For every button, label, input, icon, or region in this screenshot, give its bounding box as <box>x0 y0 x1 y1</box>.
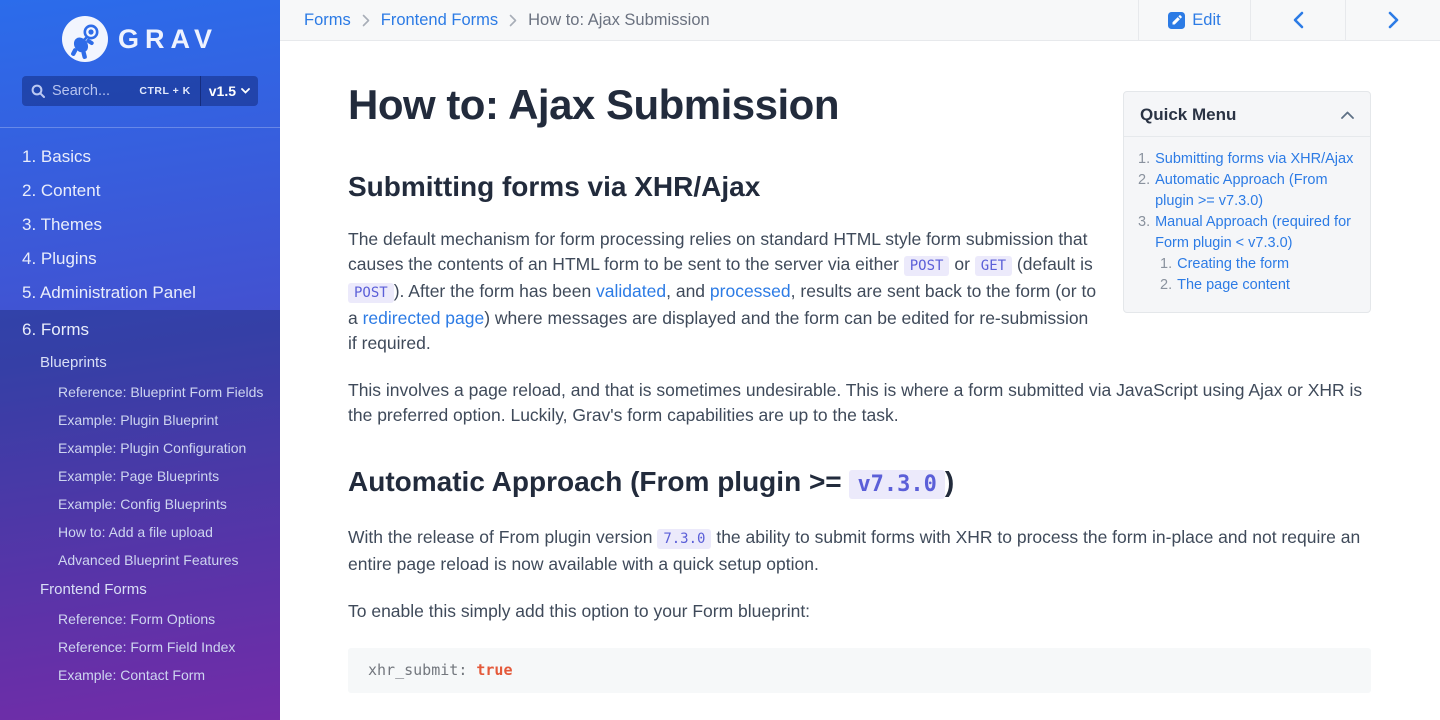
sidebar-item[interactable]: 5. Administration Panel <box>22 283 196 302</box>
edit-button[interactable]: Edit <box>1138 0 1250 40</box>
breadcrumb-separator-icon <box>509 14 517 27</box>
quick-menu-item-number: 2. <box>1160 277 1173 293</box>
sidebar: GRAV Search... CTRL + K v1.5 <box>0 0 280 720</box>
quick-menu-item-number: 2. <box>1138 172 1151 188</box>
sidebar-item[interactable]: 2. Content <box>22 181 101 200</box>
chevron-right-icon <box>1388 11 1399 29</box>
inline-code: POST <box>348 283 394 303</box>
sidebar-item[interactable]: 1. Basics <box>22 147 91 166</box>
code-token-punc: : <box>458 661 477 679</box>
version-select[interactable]: v1.5 <box>199 76 258 106</box>
paragraph: To enable this simply add this option to… <box>348 601 811 621</box>
inline-link[interactable]: processed <box>709 281 791 301</box>
section-heading: Automatic Approach (From plugin >= v7.3.… <box>348 466 955 499</box>
code-block: xhr_submit: true <box>348 648 1371 693</box>
grav-logo[interactable]: GRAV <box>0 0 280 76</box>
logo-wordmark: GRAV <box>117 23 218 54</box>
edit-label: Edit <box>1192 10 1221 29</box>
quick-menu-item: 2.Automatic Approach (From plugin >= v7.… <box>1138 170 1356 212</box>
breadcrumb-link[interactable]: Forms <box>304 10 351 29</box>
content-area: Quick Menu 1.Submitting forms via XHR/Aj… <box>280 41 1440 720</box>
quick-menu-link[interactable]: Automatic Approach (From plugin >= v7.3.… <box>1155 172 1328 209</box>
sidebar-item[interactable]: How to: Add a file upload <box>58 524 213 540</box>
sidebar-item[interactable]: Blueprints <box>40 354 107 371</box>
sidebar-item[interactable]: Reference: Form Field Index <box>58 639 236 655</box>
sidebar-nav: 1. Basics 2. Content 3. Themes 4. Plugins 5.… <box>0 128 280 720</box>
next-page-button[interactable] <box>1345 0 1440 40</box>
sidebar-item[interactable]: Example: Page Blueprints <box>58 468 220 484</box>
breadcrumb-current: How to: Ajax Submission <box>528 10 710 29</box>
page-title: How to: Ajax Submission <box>348 81 839 128</box>
sidebar-item[interactable]: 3. Themes <box>22 215 103 234</box>
inline-link[interactable]: redirected page <box>362 308 485 328</box>
code-token-bool: true <box>476 661 513 679</box>
quick-menu-item-number: 3. <box>1138 214 1151 230</box>
quick-menu-link[interactable]: Submitting forms via XHR/Ajax <box>1155 151 1354 167</box>
section-heading: Submitting forms via XHR/Ajax <box>348 171 761 202</box>
sidebar-item[interactable]: Example: Contact Form <box>58 667 206 683</box>
sidebar-item[interactable]: Frontend Forms <box>40 581 147 598</box>
sidebar-item[interactable]: Example: Plugin Blueprint <box>58 412 219 428</box>
chevron-left-icon <box>1293 11 1304 29</box>
quick-menu-link[interactable]: Manual Approach (required for Form plugi… <box>1155 214 1351 251</box>
topbar-actions: Edit <box>1138 0 1440 40</box>
chevron-up-icon[interactable] <box>1341 111 1354 119</box>
inline-link[interactable]: validated <box>596 281 667 301</box>
breadcrumb-separator-icon <box>362 14 370 27</box>
quick-menu-link[interactable]: Creating the form <box>1177 256 1290 272</box>
paragraph: This involves a page reload, and that is… <box>348 380 1363 425</box>
quick-menu-item: 2.The page content <box>1138 275 1356 296</box>
version-label: v1.5 <box>208 83 236 99</box>
sidebar-item[interactable]: 4. Plugins <box>22 249 97 268</box>
sidebar-item[interactable]: Example: Plugin Configuration <box>58 440 247 456</box>
code-block-content: xhr_submit: true <box>368 661 513 679</box>
paragraph: With the release of From plugin version … <box>348 527 1361 574</box>
sidebar-item[interactable]: Reference: Blueprint Form Fields <box>58 384 264 400</box>
search-shortcut-hint: CTRL + K <box>139 85 191 97</box>
quick-menu-link[interactable]: The page content <box>1177 277 1290 293</box>
breadcrumb: Forms Frontend Forms How to: Ajax Submissi… <box>280 0 710 40</box>
sidebar-item[interactable]: Reference: Form Options <box>58 611 216 627</box>
quick-menu-item: 1.Submitting forms via XHR/Ajax <box>1138 149 1356 170</box>
grav-astronaut-icon <box>61 16 108 62</box>
quick-menu-item: 1.Creating the form <box>1138 254 1356 275</box>
quick-menu-title: Quick Menu <box>1140 105 1237 124</box>
inline-code: 7.3.0 <box>657 529 712 549</box>
topbar: Forms Frontend Forms How to: Ajax Submissi… <box>280 0 1440 41</box>
search-input[interactable]: Search... CTRL + K <box>22 76 200 106</box>
quick-menu-item-number: 1. <box>1138 151 1151 167</box>
search-placeholder: Search... <box>52 83 111 99</box>
search-row: Search... CTRL + K v1.5 <box>22 76 258 106</box>
code-token-key: xhr_submit <box>368 661 459 679</box>
inline-code: v7.3.0 <box>849 470 945 499</box>
sidebar-divider <box>0 127 280 128</box>
sidebar-item[interactable]: Example: Config Blueprints <box>58 496 227 512</box>
quick-menu-item-number: 1. <box>1160 256 1173 272</box>
prev-page-button[interactable] <box>1250 0 1345 40</box>
chevron-down-icon <box>241 88 250 94</box>
sidebar-item[interactable]: Advanced Blueprint Features <box>58 552 239 568</box>
quick-menu: Quick Menu 1.Submitting forms via XHR/Aj… <box>1123 91 1371 313</box>
breadcrumb-link[interactable]: Frontend Forms <box>380 10 499 29</box>
sidebar-item[interactable]: 6. Forms <box>22 320 90 339</box>
quick-menu-item: 3.Manual Approach (required for Form plu… <box>1138 212 1356 254</box>
search-icon <box>31 84 45 98</box>
edit-pencil-icon <box>1168 11 1186 29</box>
quick-menu-header: Quick Menu <box>1124 92 1370 137</box>
inline-code: GET <box>974 256 1013 276</box>
inline-code: POST <box>903 256 950 276</box>
paragraph: The default mechanism for form processin… <box>348 229 1097 353</box>
